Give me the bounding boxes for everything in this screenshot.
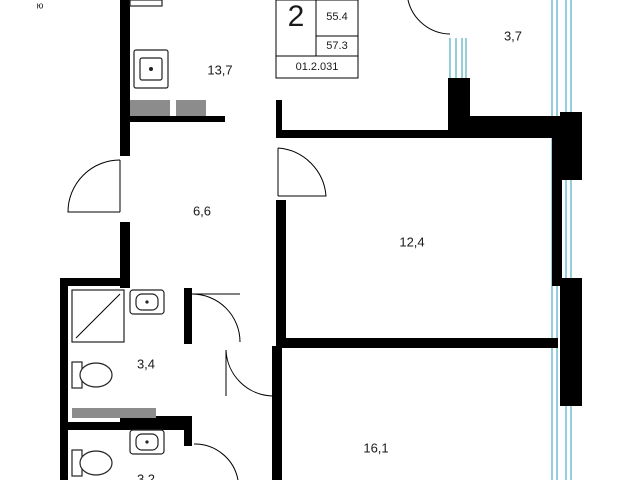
edge-note: ю	[37, 0, 44, 10]
area-living: 55.4	[326, 11, 347, 23]
toilet-icon	[71, 449, 113, 477]
door-swings	[67, 0, 451, 480]
room-area-living-room: 16,1	[363, 440, 388, 455]
counters	[72, 100, 206, 418]
watermark: циан	[406, 378, 473, 411]
washbasin-icon	[129, 289, 165, 315]
room-area-wc: 3,2	[137, 471, 155, 480]
room-area-kitchen: 13,7	[207, 62, 232, 77]
washbasin-icon	[129, 429, 165, 455]
toilet-icon	[71, 361, 113, 389]
room-area-hall: 6,6	[193, 203, 211, 218]
room-area-balcony: 3,7	[504, 28, 522, 43]
apartment-code: 01.2.031	[296, 61, 339, 73]
room-area-bedroom: 12,4	[399, 234, 424, 249]
kitchen-sink-icon	[129, 0, 169, 89]
area-total: 57.3	[326, 40, 347, 52]
room-area-bathroom: 3,4	[137, 356, 155, 371]
rooms-count: 2	[288, 0, 305, 33]
walls	[60, 0, 582, 480]
shower-tray-icon	[71, 289, 125, 343]
